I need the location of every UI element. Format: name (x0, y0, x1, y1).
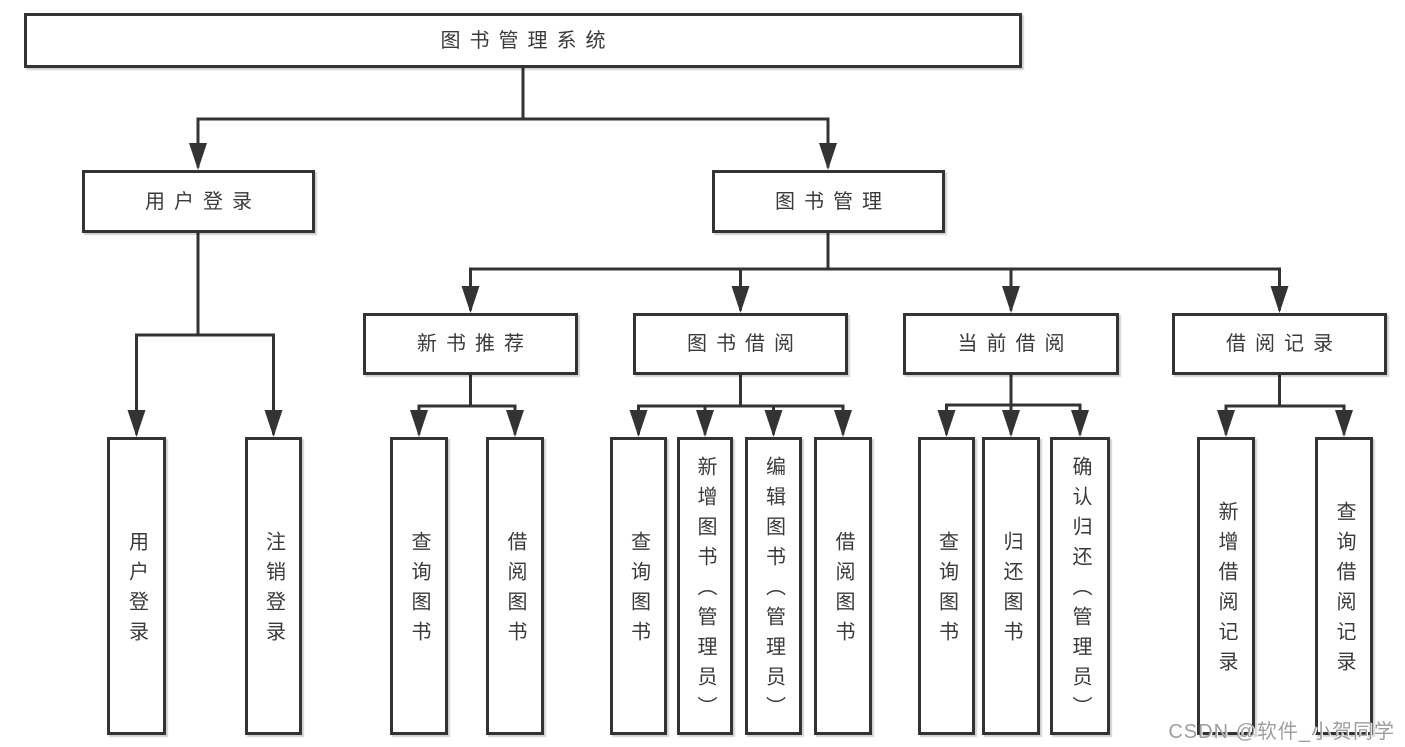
node-book-borrowing: 图书借阅 (633, 313, 848, 375)
node-borrowing-records: 借阅记录 (1172, 313, 1387, 375)
node-user-login: 用户登录 (82, 170, 315, 233)
leaf-borrow-books-label: 借阅图书 (832, 531, 854, 651)
leaf-confirm-return-admin-label: 确认归还（管理员） (1069, 456, 1091, 726)
node-book-borrowing-label: 图书借阅 (687, 333, 803, 355)
leaf-query-books-recommend: 查询图书 (390, 437, 448, 735)
node-borrowing-records-label: 借阅记录 (1226, 333, 1342, 355)
leaf-query-books-recommend-label: 查询图书 (408, 531, 430, 651)
arrowhead-down-icon (506, 410, 524, 437)
csdn-watermark: CSDN @软件_小贺同学 (1168, 721, 1395, 743)
arrowhead-down-icon (1270, 286, 1289, 313)
node-new-book-recommend-label: 新书推荐 (417, 333, 533, 355)
arrowhead-down-icon (937, 410, 956, 437)
arrowhead-down-icon (264, 410, 283, 437)
leaf-borrow-books-recommend: 借阅图书 (486, 437, 544, 735)
node-book-management-label: 图书管理 (775, 190, 891, 213)
node-library-management-system: 图书管理系统 (24, 13, 1022, 68)
leaf-borrow-books-recommend-label: 借阅图书 (504, 531, 526, 651)
leaf-confirm-return-admin: 确认归还（管理员） (1050, 437, 1110, 735)
arrowhead-down-icon (629, 410, 648, 437)
leaf-query-borrow-record-label: 查询借阅记录 (1333, 501, 1355, 681)
leaf-query-books-current-label: 查询图书 (935, 531, 958, 651)
arrowhead-down-icon (1217, 410, 1235, 437)
arrowhead-down-icon (1071, 410, 1089, 437)
leaf-add-borrow-record-label: 新增借阅记录 (1215, 501, 1237, 681)
leaf-user-login: 用户登录 (107, 437, 166, 735)
node-current-borrowing-label: 当前借阅 (957, 333, 1074, 355)
arrowhead-down-icon (461, 286, 480, 313)
arrowhead-down-icon (1002, 410, 1020, 437)
arrowhead-down-icon (819, 143, 837, 170)
leaf-logout: 注销登录 (245, 437, 302, 735)
leaf-query-books-borrow: 查询图书 (610, 437, 667, 735)
node-current-borrowing: 当前借阅 (903, 313, 1119, 375)
arrowhead-down-icon (127, 410, 146, 437)
node-library-management-system-label: 图书管理系统 (440, 29, 615, 52)
arrowhead-down-icon (1002, 286, 1020, 313)
leaf-user-login-label: 用户登录 (125, 531, 148, 651)
arrowhead-down-icon (696, 410, 714, 437)
node-user-login-label: 用户登录 (145, 190, 261, 213)
arrowhead-down-icon (731, 286, 750, 313)
arrowhead-down-icon (834, 410, 852, 437)
leaf-add-book-admin-label: 新增图书（管理员） (694, 456, 716, 726)
leaf-query-borrow-record: 查询借阅记录 (1315, 437, 1373, 735)
node-new-book-recommend: 新书推荐 (363, 313, 578, 375)
leaf-query-books-borrow-label: 查询图书 (627, 531, 650, 651)
arrowhead-down-icon (1335, 410, 1353, 437)
node-book-management: 图书管理 (712, 170, 945, 233)
leaf-logout-label: 注销登录 (262, 531, 285, 651)
arrowhead-down-icon (410, 410, 428, 437)
arrowhead-down-icon (189, 143, 207, 170)
leaf-query-books-current: 查询图书 (918, 437, 975, 735)
leaf-edit-book-admin-label: 编辑图书（管理员） (762, 456, 785, 726)
leaf-return-book: 归还图书 (982, 437, 1040, 735)
leaf-add-borrow-record: 新增借阅记录 (1197, 437, 1255, 735)
leaf-borrow-books: 借阅图书 (814, 437, 872, 735)
leaf-edit-book-admin: 编辑图书（管理员） (745, 437, 802, 735)
leaf-add-book-admin: 新增图书（管理员） (677, 437, 733, 735)
arrowhead-down-icon (764, 410, 783, 437)
leaf-return-book-label: 归还图书 (1000, 531, 1022, 651)
